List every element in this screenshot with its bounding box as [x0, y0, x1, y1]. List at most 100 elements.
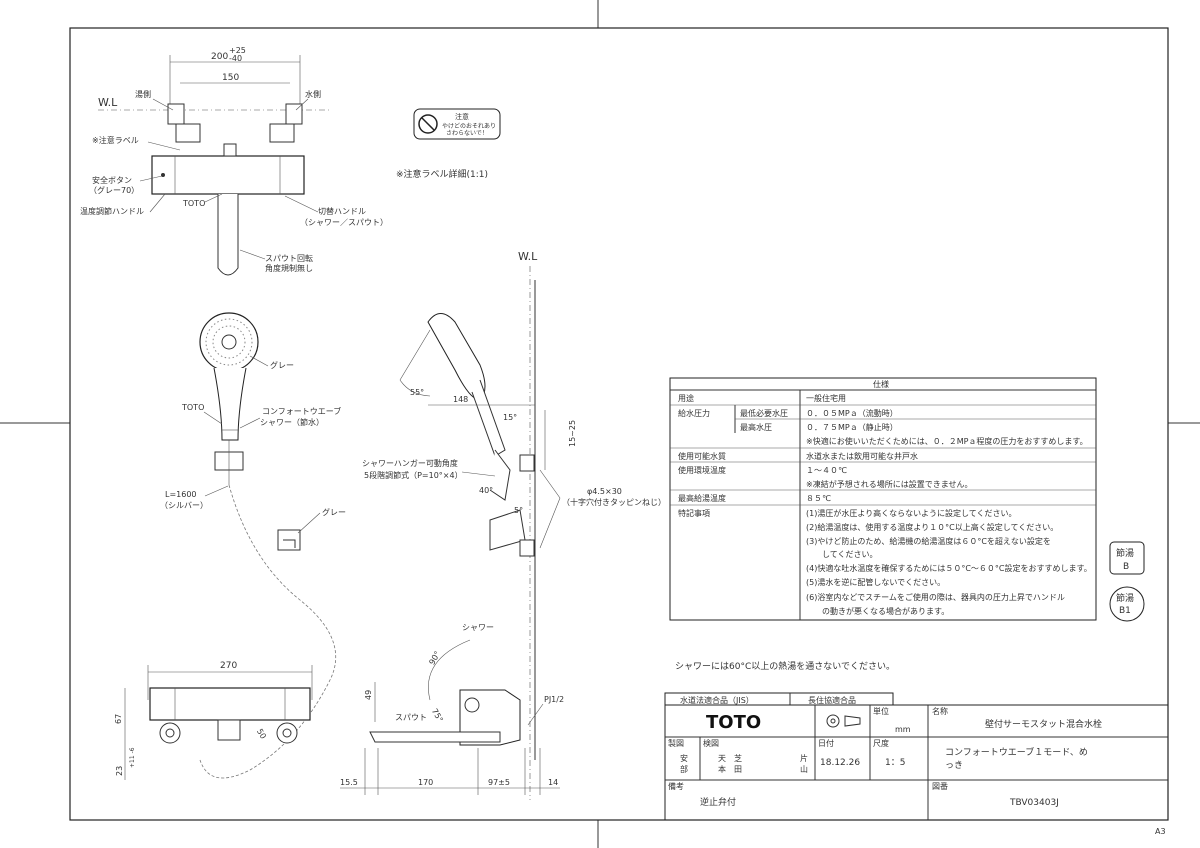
- hose-color: （シルバー）: [160, 501, 208, 510]
- caution-detail-caption: ※注意ラベル詳細(1:1): [396, 168, 488, 180]
- unit-value: mm: [895, 725, 911, 734]
- wl-label-side: W.L: [518, 250, 538, 263]
- brand-logo: TOTO: [706, 712, 761, 733]
- spout-side-view: シャワー 90° 75° スパウト 49 PJ1/2 15.5 170 97±5…: [340, 623, 564, 795]
- dim-148: 148: [453, 395, 468, 404]
- setsuyu-b1-line1: 節湯: [1116, 592, 1134, 604]
- side-view: W.L 55° 148 15° 15~25 シャワーハンガー可動角度 5段階調節…: [362, 250, 666, 800]
- spec-row-2-sub: 最高水圧: [740, 422, 772, 432]
- projection-symbol-icon: [826, 714, 861, 728]
- title-block: 水道法適合品（JIS） 長住協適合品 TOTO 単位 mm 名称 壁付サーモスタ…: [664, 692, 1169, 821]
- dim-14: 14: [548, 778, 558, 787]
- switch-handle-label: 切替ハンドル: [318, 206, 366, 216]
- caution-label-detail: 注意 やけどのおそれあり さわらないで！ ※注意ラベル詳細(1:1): [396, 108, 501, 180]
- spout-rotation-label: スパウト回転: [265, 254, 313, 263]
- toto-mark-front: TOTO: [182, 199, 205, 208]
- spout-direction-label: スパウト: [395, 713, 427, 722]
- approver-1: 片: [800, 753, 808, 763]
- dim-97: 97±5: [488, 778, 510, 787]
- switch-handle-sub: （シャワー／スパウト）: [300, 218, 388, 227]
- spec-note-0: (2)給湯温度は、使用する温度より１０°C以上高く設定してください。: [806, 522, 1058, 532]
- spec-row-8-value: (1)湯圧が水圧より高くならないように設定してください。: [806, 508, 1017, 518]
- sub-name: コンフォートウエーブ１モード、め: [945, 746, 1088, 758]
- hose-length: L=1600: [165, 490, 197, 499]
- wl-label-front: W.L: [98, 96, 118, 109]
- scale-label: 尺度: [873, 738, 889, 748]
- spec-row-4-value: 水道水または飲用可能な井戸水: [806, 451, 918, 461]
- shower-name: コンフォートウエーブ: [262, 406, 341, 416]
- spec-row-1-label: 給水圧力: [678, 408, 710, 418]
- made-label: 製図: [668, 738, 684, 748]
- spec-title: 仕様: [873, 379, 889, 389]
- hanger-label: シャワーハンガー可動角度: [362, 458, 458, 468]
- drawing-frame: [69, 27, 1169, 821]
- dim-200-tol-minus: -40: [229, 54, 242, 63]
- spec-note-4: (5)湯水を逆に配管しないでください。: [806, 577, 945, 587]
- setsuyu-b1-line2: B1: [1119, 606, 1131, 616]
- shower-direction-label: シャワー: [462, 623, 494, 632]
- gray-label-2: グレー: [322, 507, 346, 517]
- spec-row-1-value: ０．０５MPａ（流動時）: [806, 408, 898, 418]
- scale-value: 1：5: [885, 758, 905, 768]
- made-by-2: 部: [680, 764, 688, 774]
- spout-rotation-sub: 角度規制無し: [265, 263, 313, 273]
- gray-label-1: グレー: [270, 360, 294, 370]
- date-label: 日付: [818, 738, 834, 748]
- dim-50: 50: [255, 727, 268, 740]
- dim-200: 200: [211, 52, 228, 62]
- bottom-view: 270 67 23 +11 -6 50: [114, 661, 313, 780]
- sheet-size-label: A3: [1155, 827, 1166, 836]
- approver-2: 山: [800, 764, 808, 774]
- pj-label: PJ1/2: [544, 695, 564, 704]
- angle-90: 90°: [427, 650, 442, 667]
- sub-name-2: っき: [945, 760, 963, 771]
- caution-line-2: さわらないで！: [446, 130, 488, 137]
- screw-sub: （十字穴付きタッピンねじ）: [562, 497, 666, 507]
- cold-side-label: 水側: [305, 89, 321, 99]
- angle-75: 75°: [430, 707, 445, 724]
- dim-150: 150: [222, 73, 239, 83]
- remarks-value: 逆止弁付: [700, 796, 736, 808]
- remarks-label: 備考: [668, 781, 684, 791]
- made-by-1: 安: [680, 753, 688, 763]
- spec-row-0-value: 一般住宅用: [806, 393, 846, 403]
- spec-row-3-value: ※快適にお使いいただくためには、０．２MPａ程度の圧力をおすすめします。: [806, 436, 1088, 446]
- spec-row-8-label: 特記事項: [678, 508, 710, 518]
- toto-mark-shower: TOTO: [181, 403, 204, 412]
- dim-15-5: 15.5: [340, 778, 358, 787]
- spec-note-6: の動きが悪くなる場合があります。: [806, 606, 949, 616]
- check-by-1: 天 芝: [718, 753, 742, 763]
- spec-row-1-sub: 最低必要水圧: [740, 408, 788, 418]
- spec-note-1: (3)やけど防止のため、給湯機の給湯温度は６０°Cを超えない設定を: [806, 536, 1051, 546]
- dim-49: 49: [364, 690, 373, 700]
- dim-170: 170: [418, 778, 433, 787]
- caution-title: 注意: [455, 112, 469, 121]
- setsuyu-b-line1: 節湯: [1116, 547, 1134, 559]
- angle-15: 15°: [503, 413, 517, 422]
- cert-jis: 水道法適合品（JIS）: [680, 695, 754, 705]
- spec-table: 仕様 用途 一般住宅用 給水圧力 最低必要水圧 ０．０５MPａ（流動時） 最高水…: [669, 377, 1097, 621]
- name-label: 名称: [932, 706, 948, 716]
- drawing-no-label: 図番: [932, 781, 948, 791]
- hanger-sub: 5段階調節式（P=10°×4）: [364, 470, 463, 480]
- setsuyu-badges: 節湯 B 節湯 B1: [1109, 541, 1145, 622]
- dim-270: 270: [220, 661, 237, 671]
- spec-row-0-label: 用途: [678, 393, 694, 403]
- cert-long: 長住協適合品: [808, 695, 856, 705]
- date-value: 18.12.26: [820, 758, 860, 768]
- name-value: 壁付サーモスタット混合水栓: [985, 718, 1102, 730]
- safety-button-label: 安全ボタン: [92, 175, 132, 185]
- hot-water-warning: シャワーには60°C以上の熱湯を通さないでください。: [675, 660, 895, 672]
- check-label: 検図: [703, 738, 719, 748]
- angle-40: 40°: [479, 486, 493, 495]
- caution-label-callout: ※注意ラベル: [92, 135, 139, 145]
- drawing-no-value: TBV03403J: [1009, 798, 1059, 808]
- spec-row-7-label: 最高給湯温度: [678, 493, 726, 503]
- screw-size: φ4.5×30: [587, 487, 622, 496]
- spec-note-3: (4)快適な吐水温度を確保するためには５０°C～６０°C設定をおすすめします。: [806, 563, 1092, 573]
- hot-side-label: 湯側: [135, 89, 151, 99]
- spec-row-5-value: １～４０℃: [806, 466, 847, 475]
- spec-note-2: してください。: [806, 550, 878, 559]
